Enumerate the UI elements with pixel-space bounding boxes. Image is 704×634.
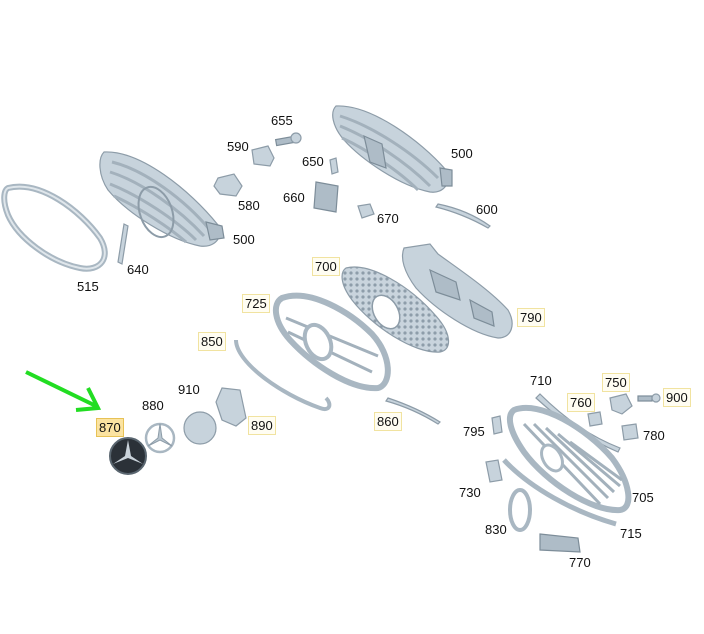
- part-715-strip: [502, 458, 617, 527]
- part-880-star: [144, 422, 176, 454]
- label-750: 750: [602, 373, 630, 392]
- part-795-bracket: [491, 415, 503, 435]
- part-770-sensor: [539, 533, 581, 553]
- part-670-clip: [357, 203, 375, 219]
- label-830: 830: [485, 522, 507, 537]
- part-725-frame: [272, 292, 391, 392]
- label-715: 715: [620, 526, 642, 541]
- part-515-frame: [1, 183, 108, 272]
- label-660: 660: [283, 190, 305, 205]
- label-710: 710: [530, 373, 552, 388]
- part-830-ring: [508, 488, 532, 532]
- label-705: 705: [632, 490, 654, 505]
- label-590: 590: [227, 139, 249, 154]
- part-500-left-grille: [99, 151, 225, 247]
- label-900: 900: [663, 388, 691, 407]
- label-600: 600: [476, 202, 498, 217]
- label-700: 700: [312, 257, 340, 276]
- label-790: 790: [517, 308, 545, 327]
- label-770: 770: [569, 555, 591, 570]
- label-795: 795: [463, 424, 485, 439]
- part-655-bolt: [274, 132, 302, 147]
- label-500-upper: 500: [451, 146, 473, 161]
- label-730: 730: [459, 485, 481, 500]
- label-580: 580: [238, 198, 260, 213]
- part-660-plate: [313, 181, 339, 213]
- label-780: 780: [643, 428, 665, 443]
- part-730-bracket: [485, 459, 503, 483]
- part-870-emblem: [109, 437, 147, 475]
- label-725: 725: [242, 294, 270, 313]
- part-500-right-grille: [332, 105, 453, 193]
- label-870-highlighted: 870: [96, 418, 124, 437]
- part-600-strip: [435, 203, 491, 229]
- label-650: 650: [302, 154, 324, 169]
- label-910: 910: [178, 382, 200, 397]
- label-760: 760: [567, 393, 595, 412]
- part-780-clip: [621, 423, 639, 441]
- part-580-bracket: [213, 173, 243, 197]
- pointer-arrow: [25, 370, 102, 412]
- part-900-bolt: [637, 393, 661, 403]
- part-705-grille: [506, 405, 632, 514]
- label-860: 860: [374, 412, 402, 431]
- part-640-strip: [117, 223, 129, 265]
- part-850-trim: [234, 339, 332, 411]
- part-910-emblem: [183, 411, 217, 445]
- label-670: 670: [377, 211, 399, 226]
- label-890: 890: [248, 416, 276, 435]
- label-880: 880: [142, 398, 164, 413]
- label-515: 515: [77, 279, 99, 294]
- label-655: 655: [271, 113, 293, 128]
- label-500-lower: 500: [233, 232, 255, 247]
- part-760-clip: [587, 411, 603, 427]
- part-650-clip: [329, 157, 339, 175]
- label-850: 850: [198, 332, 226, 351]
- label-640: 640: [127, 262, 149, 277]
- part-750-bracket: [609, 393, 633, 415]
- part-890-bracket: [215, 387, 247, 427]
- part-590-bracket: [251, 145, 275, 167]
- part-860-strip: [385, 397, 441, 425]
